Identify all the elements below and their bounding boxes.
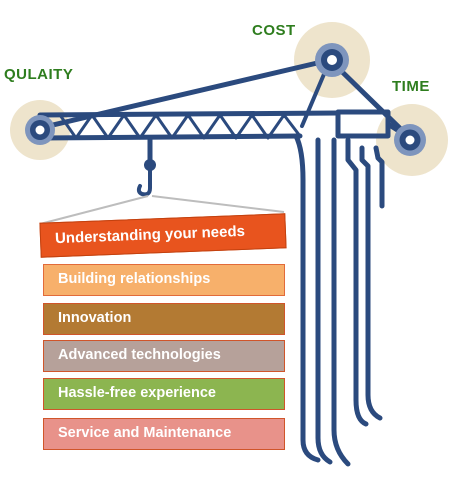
- jib-lattice: [58, 113, 302, 140]
- cost-node: [315, 43, 349, 77]
- counter-jib: [335, 109, 391, 139]
- block-innovation: Innovation: [43, 303, 285, 335]
- block-advanced-technologies: Advanced technologies: [43, 340, 285, 372]
- block-building-relationships: Building relationships: [43, 264, 285, 296]
- hook-shape: [136, 168, 152, 197]
- mast-strand-6: [373, 145, 385, 209]
- stay-quality-cost: [37, 57, 333, 131]
- time-label: TIME: [392, 78, 430, 95]
- time-node: [394, 124, 426, 156]
- sling-left: [39, 195, 149, 225]
- block-service-and-maintenance: Service and Maintenance: [43, 418, 285, 450]
- mast-strand-3: [331, 137, 351, 467]
- hook-joint: [144, 159, 156, 171]
- mast-strand-4: [345, 137, 369, 427]
- quality-node: [25, 115, 55, 145]
- block-hassle-free-experience: Hassle-free experience: [43, 378, 285, 410]
- sling-lines: [39, 195, 285, 225]
- sling-right: [151, 195, 285, 213]
- cost-label: COST: [252, 22, 296, 39]
- stay-cost-time: [327, 57, 413, 141]
- quality-label: QULAITY: [4, 66, 74, 83]
- mast-strand-2: [315, 137, 333, 465]
- mast-strand-1: [293, 133, 321, 463]
- mast-strand-5: [359, 145, 383, 421]
